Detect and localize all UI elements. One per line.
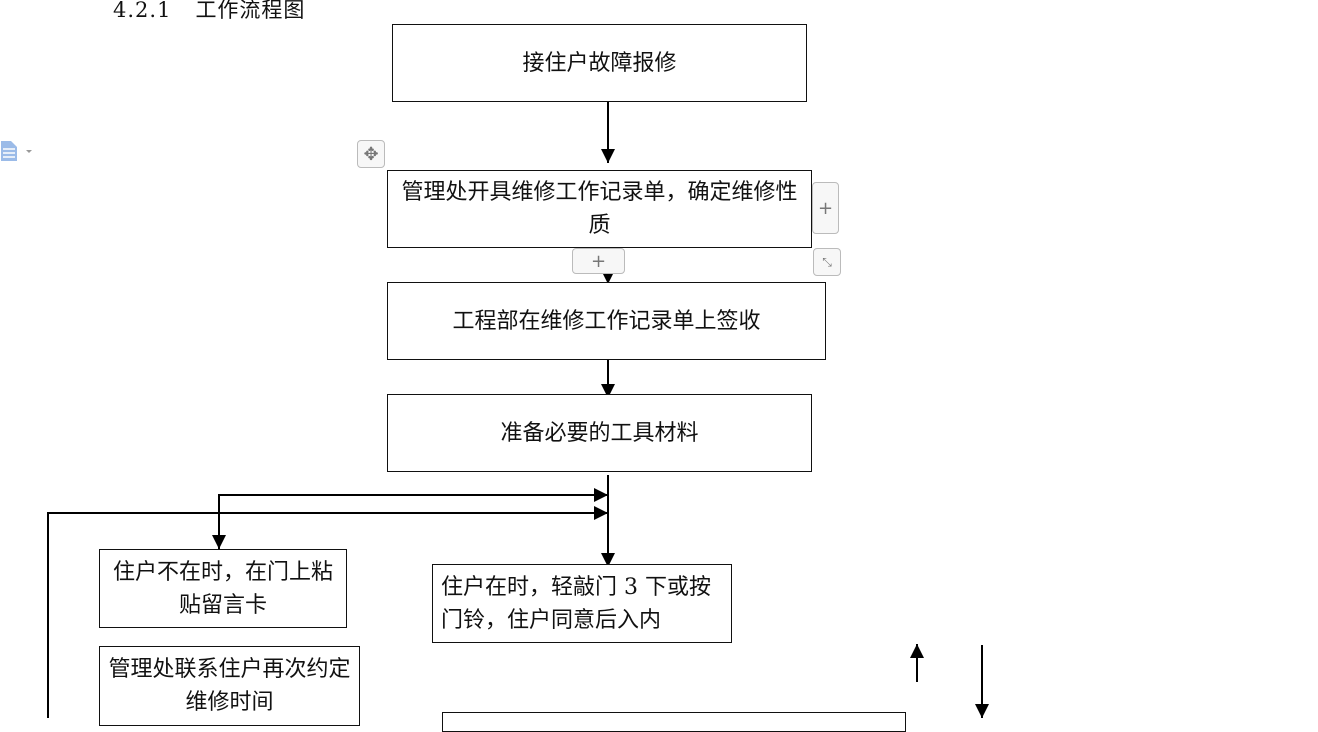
flow-step-work-order[interactable]: 管理处开具维修工作记录单，确定维修性质 — [387, 170, 812, 248]
flow-step-reschedule[interactable]: 管理处联系住户再次约定维修时间 — [99, 646, 360, 726]
paste-options-icon[interactable] — [0, 140, 32, 162]
step-text: 住户不在时，在门上粘贴留言卡 — [112, 559, 333, 618]
plus-icon: + — [590, 250, 607, 272]
flow-step-sign[interactable]: 工程部在维修工作记录单上签收 — [387, 282, 826, 360]
flow-step-absent[interactable]: 住户不在时，在门上粘贴留言卡 — [99, 549, 347, 628]
flow-step-report[interactable]: 接住户故障报修 — [392, 24, 807, 102]
plus-icon: + — [817, 197, 834, 219]
loop-arrow-inner — [218, 494, 608, 549]
flow-step-present[interactable]: 住户在时，轻敲门 3 下或按门铃，住户同意后入内 — [432, 564, 732, 643]
step-text: 管理处联系住户再次约定维修时间 — [108, 657, 351, 715]
flow-step-prepare[interactable]: 准备必要的工具材料 — [387, 394, 812, 472]
add-shape-right-button[interactable]: + — [812, 182, 839, 234]
step-text: 工程部在维修工作记录单上签收 — [452, 308, 761, 334]
chevron-down-icon — [26, 150, 32, 153]
step-text: 管理处开具维修工作记录单，确定维修性质 — [401, 180, 798, 238]
add-shape-below-button[interactable]: + — [572, 248, 625, 274]
expand-icon[interactable]: ⤡ — [813, 248, 841, 276]
step-text: 准备必要的工具材料 — [500, 420, 699, 446]
loop-arrow-outer — [47, 512, 600, 718]
step-text: 住户在时，轻敲门 3 下或按门铃，住户同意后入内 — [441, 574, 711, 633]
step-text: 接住户故障报修 — [522, 50, 677, 76]
flow-step-next[interactable] — [442, 712, 906, 732]
heading-title: 工作流程图 — [195, 0, 306, 22]
heading-number: 4.2.1 — [113, 0, 172, 22]
section-heading: 4.2.1 工作流程图 — [113, 0, 305, 24]
move-handle-icon[interactable]: ✥ — [357, 140, 385, 168]
